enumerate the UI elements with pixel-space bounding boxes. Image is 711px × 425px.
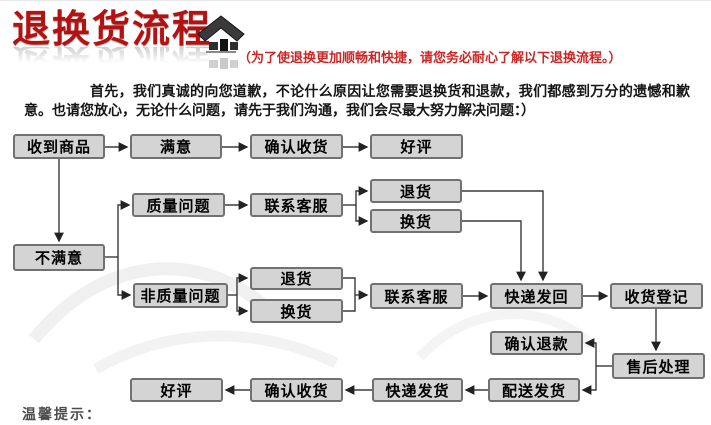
- header-subtitle: （为了使退换更加顺畅和快捷，请您务必耐心了解以下退换流程。）: [238, 51, 622, 66]
- flow-node-confirm-refund: 确认退款: [490, 331, 583, 355]
- flow-node-exchange-quality: 换货: [370, 209, 462, 233]
- flow-node-express-ship: 快递发货: [372, 378, 463, 402]
- flow-node-dispatch-ship: 配送发货: [488, 378, 580, 402]
- flow-node-confirm-receipt-2: 确认收货: [250, 378, 343, 402]
- flow-node-express-return: 快递发回: [490, 283, 583, 309]
- flow-node-quality-issue: 质量问题: [132, 193, 225, 217]
- flow-node-after-sales: 售后处理: [612, 353, 705, 379]
- flow-node-return-quality: 退货: [370, 179, 462, 203]
- flow-node-non-quality-issue: 非质量问题: [133, 283, 228, 308]
- flow-node-unsatisfied: 不满意: [13, 244, 105, 271]
- flow-node-good-review: 好评: [370, 134, 463, 159]
- header: 退换货流程 退换货流程: [12, 7, 213, 64]
- home-arrow-icon: [197, 15, 245, 69]
- flow-node-return-nonquality: 退货: [250, 267, 343, 290]
- page-title-reflection: 退换货流程: [12, 46, 213, 64]
- warm-tip-label: 温馨提示：: [22, 407, 102, 423]
- flow-node-exchange-nonquality: 换货: [250, 299, 343, 323]
- flow-node-good-review-2: 好评: [130, 378, 223, 402]
- intro-paragraph: 首先，我们真诚的向您道歉，不论什么原因让您需要退换货和退款，我们都感到万分的遗憾…: [24, 84, 690, 119]
- flow-node-receive-goods: 收到商品: [13, 134, 105, 159]
- flow-node-contact-service-2: 联系客服: [370, 283, 463, 309]
- flow-node-contact-service-1: 联系客服: [250, 193, 343, 217]
- page-title: 退换货流程: [12, 7, 213, 51]
- flow-node-confirm-receipt: 确认收货: [250, 134, 343, 159]
- flow-node-satisfied: 满意: [130, 134, 222, 159]
- flow-node-receipt-register: 收货登记: [610, 283, 703, 309]
